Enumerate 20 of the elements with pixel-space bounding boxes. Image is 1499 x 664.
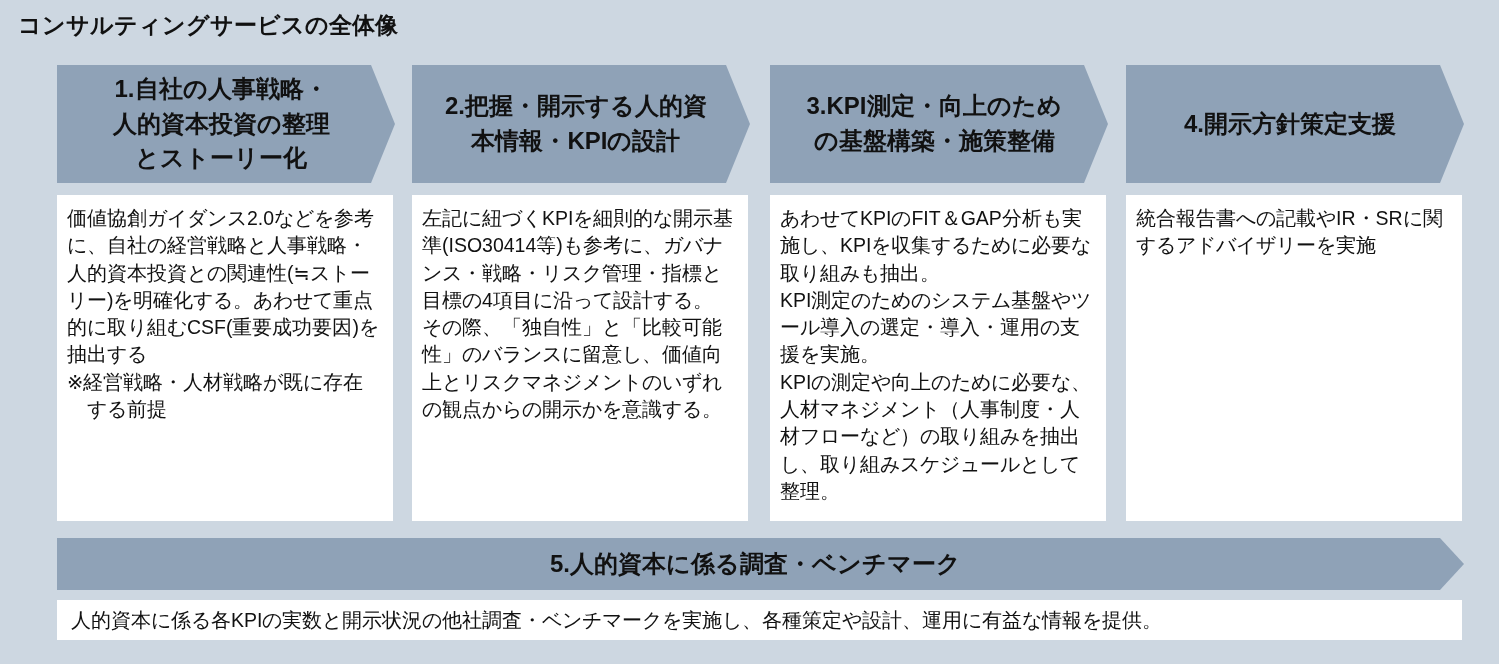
- description-panel: [57, 195, 393, 521]
- description-panel: [770, 195, 1106, 521]
- step-heading-banner: 3.KPI測定・向上のための基盤構築・施策整備: [770, 65, 1108, 183]
- description-panel: [1126, 195, 1462, 521]
- description-text: 統合報告書への記載やIR・SRに関するアドバイザリーを実施: [1136, 206, 1444, 259]
- step-heading-banner: 1.自社の人事戦略・人的資本投資の整理とストーリー化: [57, 65, 395, 183]
- step-heading-banner: 5.人的資本に係る調査・ベンチマーク: [57, 538, 1464, 590]
- description-text: ※経営戦略・人材戦略が既に存在する前提: [67, 369, 365, 423]
- description-text: 左記に紐づくKPIを細則的な開示基準(ISO30414等)も参考に、ガバナンス・戦略・リスク管理・指標と目標の4項目に沿って設計する。: [422, 206, 735, 313]
- step-heading-banner: 2.把握・開示する人的資本情報・KPIの設計: [412, 65, 750, 183]
- description-panel: [57, 600, 1462, 640]
- diagram-title: コンサルティングサービスの全体像: [18, 11, 398, 40]
- description-text: 人的資本に係る各KPIの実数と開示状況の他社調査・ベンチマークを実施し、各種策定や設計、運用に有益な情報を提供。: [71, 608, 1164, 633]
- description-text: KPIの測定や向上のために必要な、人材マネジメント（人事制度・人材フローなど）の取り組みを抽出し、取り組みスケジュールとして整理。: [780, 369, 1093, 504]
- description-panel: [412, 195, 748, 521]
- step-heading-banner: 4.開示方針策定支援: [1126, 65, 1464, 183]
- description-text: KPI測定のためのシステム基盤やツール導入の選定・導入・運用の支援を実施。: [780, 287, 1093, 368]
- description-text: 価値協創ガイダンス2.0などを参考に、自社の経営戦略と人事戦略・人的資本投資との関連性(≒ストーリー)を明確化する。あわせて重点的に取り組むCSF(重要成功要因)を抽出する: [67, 206, 380, 368]
- description-text: その際、「独自性」と「比較可能性」のバランスに留意し、価値向上とリスクマネジメントのいずれの観点からの開示かを意識する。: [422, 315, 723, 423]
- description-text: あわせてKPIのFIT＆GAP分析も実施し、KPIを収集するために必要な取り組みも抽出。: [780, 206, 1093, 286]
